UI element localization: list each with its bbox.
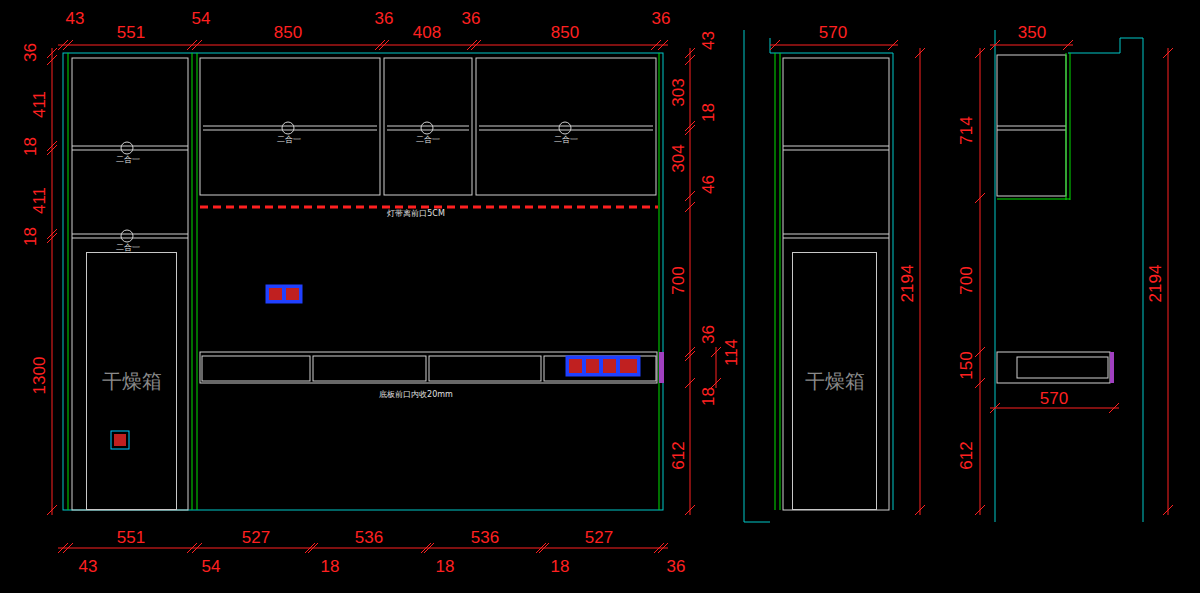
dimension-value: 43	[66, 10, 85, 27]
dimension-value: 18	[699, 387, 716, 406]
hinge-mark: 二合一	[115, 156, 141, 164]
dimension-value: 36	[462, 10, 481, 27]
dimension-value: 18	[21, 137, 38, 156]
dimension-value: 350	[1018, 24, 1046, 41]
dimension-value: 551	[117, 24, 145, 41]
dimension-value: 551	[117, 529, 145, 546]
dimension-value: 700	[670, 266, 687, 294]
dimension-value: 570	[819, 24, 847, 41]
hinge-mark: 二合一	[115, 244, 141, 252]
door-panel: 干燥箱	[86, 252, 177, 510]
dimension-value: 411	[31, 186, 48, 213]
dimension-value: 408	[413, 24, 441, 41]
dimension-value: 54	[192, 10, 211, 27]
dimension-value: 1300	[31, 356, 48, 394]
dimension-value: 536	[355, 529, 383, 546]
dimension-value: 43	[79, 558, 98, 575]
dimension-value: 18	[21, 227, 38, 246]
dimension-value: 150	[958, 351, 975, 379]
dimension-value: 303	[670, 78, 687, 106]
dimension-value: 18	[436, 558, 455, 575]
dimension-value: 46	[699, 175, 716, 194]
dimension-value: 850	[274, 24, 302, 41]
note-text: 灯带离前口5CM	[386, 210, 446, 218]
dimension-value: 850	[551, 24, 579, 41]
dimension-value: 2194	[1147, 264, 1164, 302]
hinge-mark: 二合一	[415, 136, 441, 144]
dimension-value: 411	[31, 90, 48, 117]
dimension-value: 612	[958, 441, 975, 469]
dimension-value: 36	[21, 43, 38, 62]
dimension-value: 570	[1040, 390, 1068, 407]
dimension-value: 700	[958, 266, 975, 294]
dimension-value: 612	[670, 441, 687, 469]
door-panel: 干燥箱	[792, 252, 877, 510]
dimension-value: 54	[202, 558, 221, 575]
dimension-value: 536	[471, 529, 499, 546]
dimension-value: 36	[375, 10, 394, 27]
dimension-value: 43	[699, 31, 716, 50]
dimension-value: 36	[699, 325, 716, 344]
dimension-value: 36	[667, 558, 686, 575]
dimension-value: 2194	[899, 264, 916, 302]
door-label: 干燥箱	[805, 368, 865, 395]
dimension-value: 527	[585, 529, 613, 546]
dimension-value: 714	[958, 116, 975, 144]
door-label: 干燥箱	[102, 368, 162, 395]
hinge-mark: 二合一	[276, 136, 302, 144]
dimension-value: 527	[242, 529, 270, 546]
dimension-value: 18	[551, 558, 570, 575]
dimension-value: 18	[321, 558, 340, 575]
dimension-value: 114	[723, 338, 740, 365]
dimension-value: 18	[699, 103, 716, 122]
dimension-value: 36	[652, 10, 671, 27]
hinge-mark: 二合一	[553, 136, 579, 144]
note-text: 底板前口内收20mm	[378, 391, 454, 399]
dimension-value: 304	[670, 144, 687, 172]
